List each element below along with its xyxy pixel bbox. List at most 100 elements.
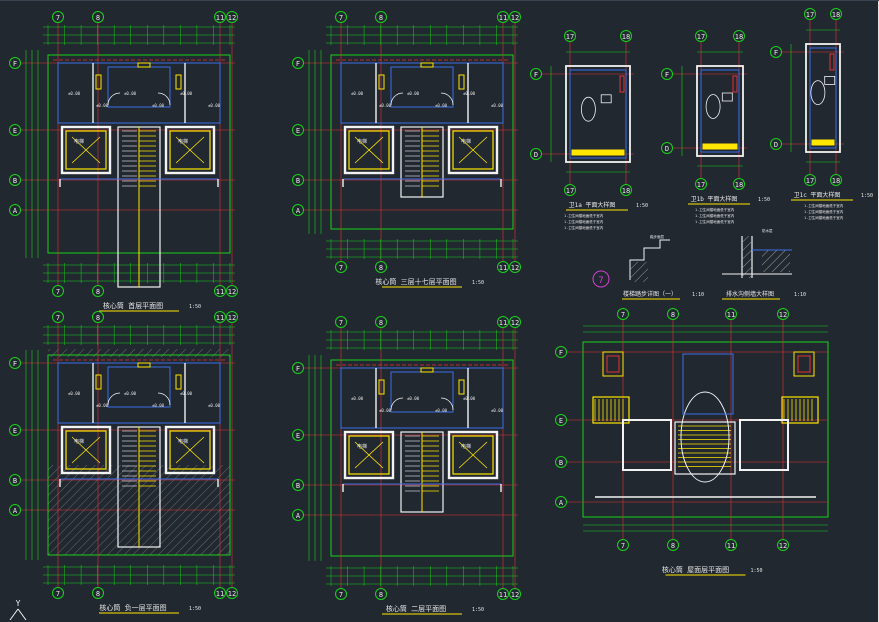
stair-hatch	[630, 262, 648, 282]
plan-title-text: 核心筒 负一层平面图	[99, 603, 166, 612]
row-bubble-B: B	[9, 474, 21, 486]
roof-col-top-8: 8	[667, 308, 679, 320]
svg-text:1.卫生间楼地面低于室内: 1.卫生间楼地面低于室内	[804, 209, 844, 214]
svg-text:电梯: 电梯	[357, 443, 367, 450]
detail-bubble-bot-r: 18	[733, 178, 745, 190]
column-bubble-bottom-7: 7	[52, 285, 64, 297]
svg-text:17: 17	[806, 177, 814, 185]
detail-title-text: 卫1b 平面大样图	[691, 195, 738, 203]
column-bubble-top-8: 8	[375, 11, 387, 23]
column-bubble-top-7: 7	[52, 11, 64, 23]
threshold	[571, 149, 625, 156]
svg-text:1.卫生间楼地面低于室内: 1.卫生间楼地面低于室内	[804, 215, 844, 220]
detail-bubble-bot-l: 17	[695, 178, 707, 190]
stair-treads	[405, 435, 439, 492]
column-bubble-top-11: 11	[214, 11, 226, 23]
roof-row-F: F	[555, 346, 567, 358]
roof-upper-room	[682, 353, 734, 415]
column-bubble-bottom-11: 11	[497, 261, 509, 273]
elevator-shaft-2	[447, 430, 499, 480]
svg-text:17: 17	[806, 11, 814, 19]
svg-text:B: B	[296, 177, 300, 185]
column-bubble-top-7: 7	[52, 311, 64, 323]
door	[175, 74, 182, 90]
svg-text:E: E	[296, 432, 300, 440]
plan-title-text: 核心筒 三层十七层平面图	[375, 277, 456, 286]
row-bubble-E: E	[292, 429, 304, 441]
stair-treads	[122, 430, 156, 487]
svg-text:1.卫生间楼地面低于室内: 1.卫生间楼地面低于室内	[695, 219, 735, 224]
svg-text:8: 8	[96, 288, 100, 296]
svg-text:±0.00: ±0.00	[180, 91, 193, 96]
elevator-shaft-1	[343, 125, 395, 175]
svg-text:A: A	[13, 507, 18, 515]
stair-detail-title: 楼梯踏步详图（一）1:10	[622, 290, 704, 300]
roof-row-E: E	[555, 414, 567, 426]
column-bubble-top-12: 12	[509, 316, 521, 328]
svg-text:7: 7	[56, 314, 60, 322]
svg-text:7: 7	[56, 590, 60, 598]
svg-text:±0.00: ±0.00	[152, 103, 165, 108]
detail-bubble-top-l: 17	[695, 30, 707, 42]
svg-text:11: 11	[499, 14, 507, 22]
svg-text:17: 17	[697, 33, 705, 41]
door-swing	[390, 397, 404, 411]
detail-scale: 1:50	[636, 203, 648, 209]
svg-text:8: 8	[379, 591, 383, 599]
window	[420, 367, 434, 373]
detail-bubble-F: F	[530, 68, 542, 80]
stair-treads	[405, 130, 439, 187]
plan-minus1: 778811111212FEBA电梯电梯±0.00±0.00±0.00±0.00…	[9, 311, 238, 614]
toilet-fixture	[810, 80, 826, 105]
detail-bubble-D: D	[530, 148, 542, 160]
svg-text:17: 17	[697, 181, 705, 189]
detail-scale: 1:50	[758, 197, 770, 203]
svg-text:17: 17	[566, 187, 574, 195]
column-bubble-bottom-12: 12	[509, 588, 521, 600]
corridor	[390, 66, 454, 108]
svg-text:8: 8	[379, 319, 383, 327]
roof-col-bot-12: 12	[777, 539, 789, 551]
elevator-shaft-2	[447, 125, 499, 175]
door-swing	[107, 392, 121, 406]
svg-text:12: 12	[779, 542, 787, 550]
svg-text:±0.00: ±0.00	[435, 408, 448, 413]
elevator-shaft-2	[164, 425, 216, 475]
door	[458, 74, 465, 90]
svg-text:E: E	[13, 427, 17, 435]
svg-text:11: 11	[216, 590, 224, 598]
column-bubble-top-12: 12	[226, 11, 238, 23]
svg-text:8: 8	[96, 590, 100, 598]
detail-bubble-top-l: 17	[564, 30, 576, 42]
svg-text:17: 17	[566, 33, 574, 41]
detail-marker-label: 7	[598, 276, 603, 286]
svg-text:8: 8	[379, 264, 383, 272]
svg-text:7: 7	[56, 288, 60, 296]
plan-title-text: 核心筒 首层平面图	[103, 301, 163, 310]
column-bubble-bottom-8: 8	[375, 588, 387, 600]
door	[378, 74, 385, 90]
svg-text:7: 7	[339, 264, 343, 272]
svg-text:F: F	[774, 49, 778, 57]
roof-title-text: 核心筒 屋面层平面图	[662, 565, 729, 574]
column-bubble-bottom-7: 7	[335, 261, 347, 273]
basin	[600, 94, 612, 104]
toilet-fixture	[705, 94, 721, 119]
column-bubble-bottom-12: 12	[226, 587, 238, 599]
svg-text:电梯: 电梯	[461, 443, 471, 450]
detail-scale: 1:50	[861, 193, 873, 199]
svg-text:11: 11	[727, 311, 735, 319]
toilet-inner	[700, 69, 740, 153]
room-upper	[340, 367, 504, 429]
elevator-shaft-1	[60, 125, 112, 175]
detail-title-text: 卫1a 平面大样图	[569, 201, 616, 209]
basin	[721, 92, 733, 102]
